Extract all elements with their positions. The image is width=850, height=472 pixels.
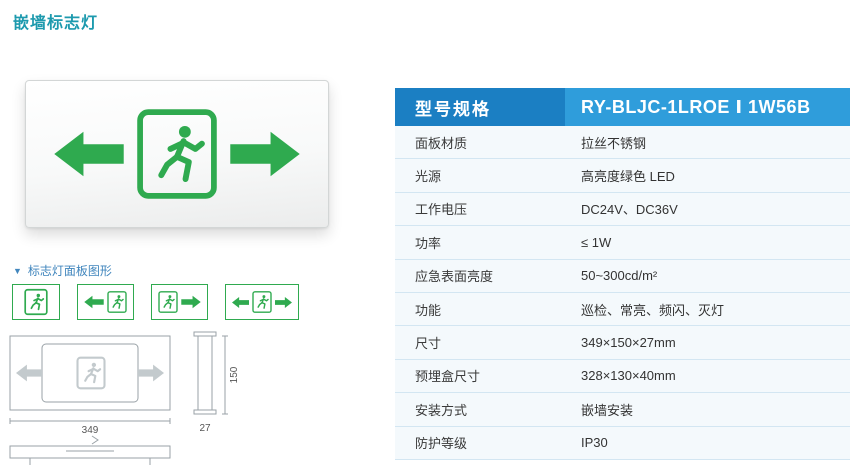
exit-sign-panel [25, 80, 329, 228]
spec-value: IP30 [581, 435, 608, 451]
spec-label: 预埋盒尺寸 [415, 369, 481, 385]
spec-label: 尺寸 [415, 336, 442, 352]
man-door-arrow-right-icon [151, 284, 208, 320]
spec-label: 功率 [415, 235, 442, 251]
product-photo [12, 54, 342, 254]
arrow-left-man-door-arrow-right-icon [225, 284, 299, 320]
running-man-door-icon [252, 290, 272, 314]
page-title: 嵌墙标志灯 [13, 15, 99, 32]
dimension-side-height: 150 [229, 366, 240, 383]
spec-label: 防护等级 [415, 436, 468, 452]
spec-label: 面板材质 [415, 135, 468, 151]
triangle-marker-icon: ▼ [13, 265, 22, 276]
spec-label: 功能 [415, 302, 442, 318]
panel-graphics-section-label: ▼ 标志灯面板图形 [13, 262, 112, 279]
arrow-right-icon [275, 296, 292, 308]
arrow-left-man-door-icon [77, 284, 134, 320]
spec-value: 高亮度绿色 LED [581, 169, 675, 185]
spec-value: 349×150×27mm [581, 335, 676, 351]
dimension-side-depth: 27 [199, 423, 211, 434]
spec-label: 安装方式 [415, 402, 468, 418]
arrow-right-icon [230, 131, 300, 177]
spec-row-functions: 功能 巡检、常亮、频闪、灭灯 [395, 292, 850, 327]
arrow-left-icon [54, 131, 124, 177]
spec-header-label: 型号规格 [395, 88, 565, 126]
spec-row-embedded-box-size: 预埋盒尺寸 328×130×40mm [395, 359, 850, 394]
panel-graphic-variants [12, 284, 299, 320]
spec-value: 拉丝不锈钢 [581, 135, 647, 151]
spec-label: 光源 [415, 169, 442, 185]
arrow-right-icon [181, 295, 201, 309]
spec-row-light-source: 光源 高亮度绿色 LED [395, 159, 850, 193]
spec-row-working-voltage: 工作电压 DC24V、DC36V [395, 192, 850, 227]
arrow-left-icon [232, 296, 249, 308]
spec-row-installation: 安装方式 嵌墙安装 [395, 393, 850, 427]
panel-graphics-label-text: 标志灯面板图形 [27, 264, 112, 278]
spec-row-power: 功率 ≤ 1W [395, 226, 850, 260]
dimension-front-width: 349 [82, 425, 99, 436]
running-man-door-icon [136, 104, 218, 204]
spec-row-protection-rating: 防护等级 IP30 [395, 426, 850, 460]
spec-value: 328×130×40mm [581, 368, 676, 384]
spec-value: ≤ 1W [581, 234, 612, 250]
spec-value: DC24V、DC36V [581, 202, 678, 218]
spec-table: 型号规格 RY-BLJC-1LROE Ⅰ 1W56B 面板材质 拉丝不锈钢 光源… [395, 88, 850, 460]
spec-label: 应急表面亮度 [415, 269, 494, 285]
spec-row-surface-brightness: 应急表面亮度 50~300cd/m² [395, 259, 850, 293]
spec-value: 巡检、常亮、频闪、灭灯 [581, 302, 725, 318]
running-man-door-icon [107, 290, 127, 314]
spec-row-size: 尺寸 349×150×27mm [395, 326, 850, 360]
spec-header-model: RY-BLJC-1LROE Ⅰ 1W56B [565, 88, 850, 126]
running-man-door-icon [158, 290, 178, 314]
spec-value: 嵌墙安装 [581, 402, 634, 418]
spec-label: 工作电压 [415, 202, 468, 218]
man-door-icon [12, 284, 60, 320]
spec-table-header: 型号规格 RY-BLJC-1LROE Ⅰ 1W56B [395, 88, 850, 126]
spec-value: 50~300cd/m² [581, 268, 658, 284]
spec-row-panel-material: 面板材质 拉丝不锈钢 [395, 126, 850, 160]
running-man-door-icon [24, 288, 48, 316]
dimension-drawing: 349 150 27 [9, 331, 240, 465]
arrow-left-icon [84, 295, 104, 309]
